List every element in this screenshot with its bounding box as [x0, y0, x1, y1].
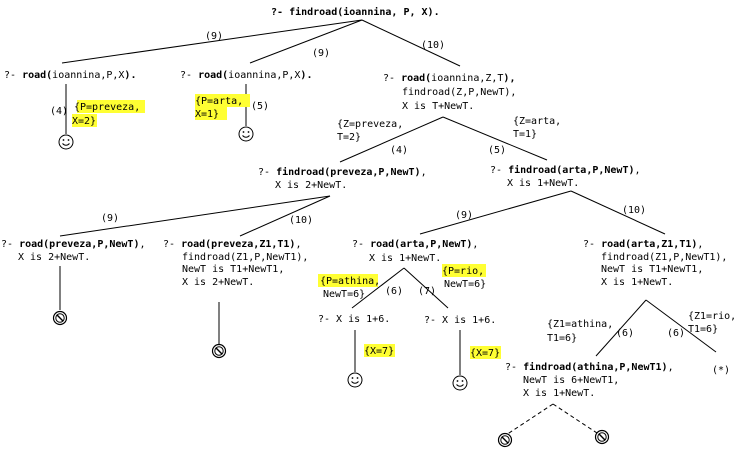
tree-edges — [59, 19, 717, 436]
binding-x-7-left: {X=7} — [364, 346, 394, 357]
edge-root-n1 — [61, 19, 363, 64]
binding-z1-athina: {Z1=athina, — [547, 319, 613, 330]
bindings: {P=preveza, X=2} {P=arta, X=1} {Z=prevez… — [72, 96, 736, 359]
node-road-arta-p: ?- road(arta,P,NewT), X is 1+NewT. — [352, 239, 478, 264]
edge-label-n4-n7: (10) — [289, 215, 313, 226]
binding-p-arta: {P=arta, — [195, 96, 243, 107]
svg-text:NewT is T1+NewT1,: NewT is T1+NewT1, — [601, 264, 703, 275]
svg-text:?- road(ioannina,Z,T),: ?- road(ioannina,Z,T), — [383, 73, 515, 84]
svg-text:X is 1+NewT.: X is 1+NewT. — [369, 253, 441, 264]
edge-n5-n9 — [570, 190, 666, 235]
goal-nodes: ?- findroad(ioannina, P, X). ?- road(ioa… — [1, 6, 730, 399]
binding-x-1: X=1} — [195, 109, 219, 120]
svg-text:?- road(preveza,Z1,T1),: ?- road(preveza,Z1,T1), — [163, 239, 301, 250]
binding-t1-6-rio: T1=6} — [688, 324, 718, 335]
edge-label-n5-n8: (9) — [455, 210, 473, 221]
binding-p-preveza: {P=preveza, — [74, 102, 140, 113]
edge-n5-n8 — [419, 190, 572, 235]
binding-z-preveza: {Z=preveza, — [337, 119, 403, 130]
svg-text:?- road(preveza,P,NewT),: ?- road(preveza,P,NewT), — [1, 239, 146, 250]
binding-z-arta: {Z=arta, — [513, 116, 561, 127]
edge-label-n8-n10: (6) — [385, 286, 403, 297]
node-road-ioannina-1: ?- road(ioannina,P,X). — [4, 70, 136, 81]
edge-n12-failure-right — [552, 403, 601, 436]
node-road-ioannina-2: ?- road(ioannina,P,X). — [180, 70, 312, 81]
edge-n3-n5 — [442, 116, 548, 161]
svg-text:?- findroad(athina,P,NewT1),: ?- findroad(athina,P,NewT1), — [505, 361, 674, 373]
binding-x-2: X=2} — [72, 116, 96, 127]
node-road-arta-z1: ?- road(arta,Z1,T1), findroad(Z1,P,NewT1… — [583, 239, 727, 288]
no-entry-icon — [594, 429, 610, 445]
no-entry-icon — [211, 343, 227, 359]
edge-label-n3-n4: (4) — [390, 145, 408, 156]
svg-text:NewT is T1+NewT1,: NewT is T1+NewT1, — [182, 264, 284, 275]
node-root: ?- findroad(ioannina, P, X). — [271, 6, 440, 18]
edge-label-n3-n5: (5) — [488, 145, 506, 156]
binding-p-rio: {P=rio, — [442, 266, 484, 277]
smiley-face-icon — [58, 134, 74, 150]
svg-text:findroad(Z1,P,NewT1),: findroad(Z1,P,NewT1), — [601, 252, 727, 263]
binding-t-2: T=2} — [337, 132, 361, 143]
edge-label-n4-n6: (9) — [101, 213, 119, 224]
node-findroad-arta: ?- findroad(arta,P,NewT), X is 1+NewT. — [490, 164, 641, 189]
node-infinite-branch: (*) — [712, 365, 730, 376]
svg-text:X is 2+NewT.: X is 2+NewT. — [182, 277, 254, 288]
svg-text:X is 1+NewT.: X is 1+NewT. — [507, 178, 579, 189]
edge-label-n1-success: (4) — [50, 106, 68, 117]
binding-t1-6-athina: T1=6} — [547, 333, 577, 344]
binding-z1-rio: {Z1=rio, — [688, 311, 736, 322]
svg-text:X is 1+NewT.: X is 1+NewT. — [601, 277, 673, 288]
edge-label-root-n3: (10) — [421, 40, 445, 51]
edge-n12-failure-left — [505, 403, 554, 436]
svg-text:X is 2+NewT.: X is 2+NewT. — [18, 252, 90, 263]
node-road-ioannina-z-t: ?- road(ioannina,Z,T), findroad(Z,P,NewT… — [383, 73, 516, 112]
svg-text:?- road(arta,P,NewT),: ?- road(arta,P,NewT), — [352, 239, 478, 250]
edge-label-n8-n11: (7) — [418, 286, 436, 297]
edge-label-n5-n9: (10) — [622, 205, 646, 216]
edge-label-n9-star: (6) — [667, 328, 685, 339]
edge-n8-n11 — [403, 267, 449, 309]
edge-n4-n6 — [59, 195, 331, 237]
binding-newt-6-athina: NewT=6} — [323, 289, 365, 300]
node-road-preveza-p: ?- road(preveza,P,NewT), X is 2+NewT. — [1, 239, 146, 263]
svg-text:findroad(Z1,P,NewT1),: findroad(Z1,P,NewT1), — [182, 252, 308, 263]
edge-n4-n7 — [239, 195, 331, 237]
edge-n9-n12 — [595, 299, 647, 357]
smiley-face-icon — [238, 126, 254, 142]
binding-newt-6-rio: NewT=6} — [444, 279, 486, 290]
edge-label-root-n2: (9) — [312, 48, 330, 59]
no-entry-icon — [52, 310, 68, 326]
node-x-is-1-plus-6-left: ?- X is 1+6. — [318, 314, 390, 325]
svg-text:?- findroad(preveza,P,NewT),: ?- findroad(preveza,P,NewT), — [258, 166, 427, 178]
edge-root-n2 — [249, 19, 363, 64]
binding-x-7-right: {X=7} — [470, 348, 500, 359]
binding-t-1: T=1} — [513, 129, 537, 140]
binding-highlights — [72, 94, 501, 359]
node-road-preveza-z1: ?- road(preveza,Z1,T1), findroad(Z1,P,Ne… — [163, 239, 308, 288]
svg-text:X is T+NewT.: X is T+NewT. — [402, 101, 474, 112]
node-x-is-1-plus-6-right: ?- X is 1+6. — [424, 315, 496, 326]
edge-label-root-n1: (9) — [205, 31, 223, 42]
svg-text:findroad(Z,P,NewT),: findroad(Z,P,NewT), — [402, 87, 516, 98]
edge-root-n3 — [361, 19, 461, 67]
edge-label-n2-success: (5) — [251, 101, 269, 112]
smiley-face-icon — [347, 372, 363, 388]
no-entry-icon — [497, 432, 513, 448]
edge-n9-star — [645, 299, 717, 353]
svg-text:X is 1+NewT.: X is 1+NewT. — [523, 388, 595, 399]
svg-text:X is 2+NewT.: X is 2+NewT. — [275, 180, 347, 191]
svg-text:?- findroad(arta,P,NewT),: ?- findroad(arta,P,NewT), — [490, 164, 641, 176]
edge-labels: (9) (9) (10) (4) (5) (4) (5) (9) (10) (9… — [50, 31, 685, 339]
node-findroad-athina: ?- findroad(athina,P,NewT1), NewT is 6+N… — [505, 361, 674, 399]
smiley-face-icon — [452, 375, 468, 391]
svg-text:?- road(arta,Z1,T1),: ?- road(arta,Z1,T1), — [583, 239, 703, 250]
edge-n8-n10 — [351, 267, 405, 309]
edge-n3-n4 — [339, 116, 444, 163]
svg-text:NewT is 6+NewT1,: NewT is 6+NewT1, — [523, 375, 619, 386]
edge-label-n9-n12: (6) — [616, 328, 634, 339]
binding-p-athina: {P=athina, — [320, 276, 380, 287]
node-findroad-preveza: ?- findroad(preveza,P,NewT), X is 2+NewT… — [258, 166, 427, 191]
